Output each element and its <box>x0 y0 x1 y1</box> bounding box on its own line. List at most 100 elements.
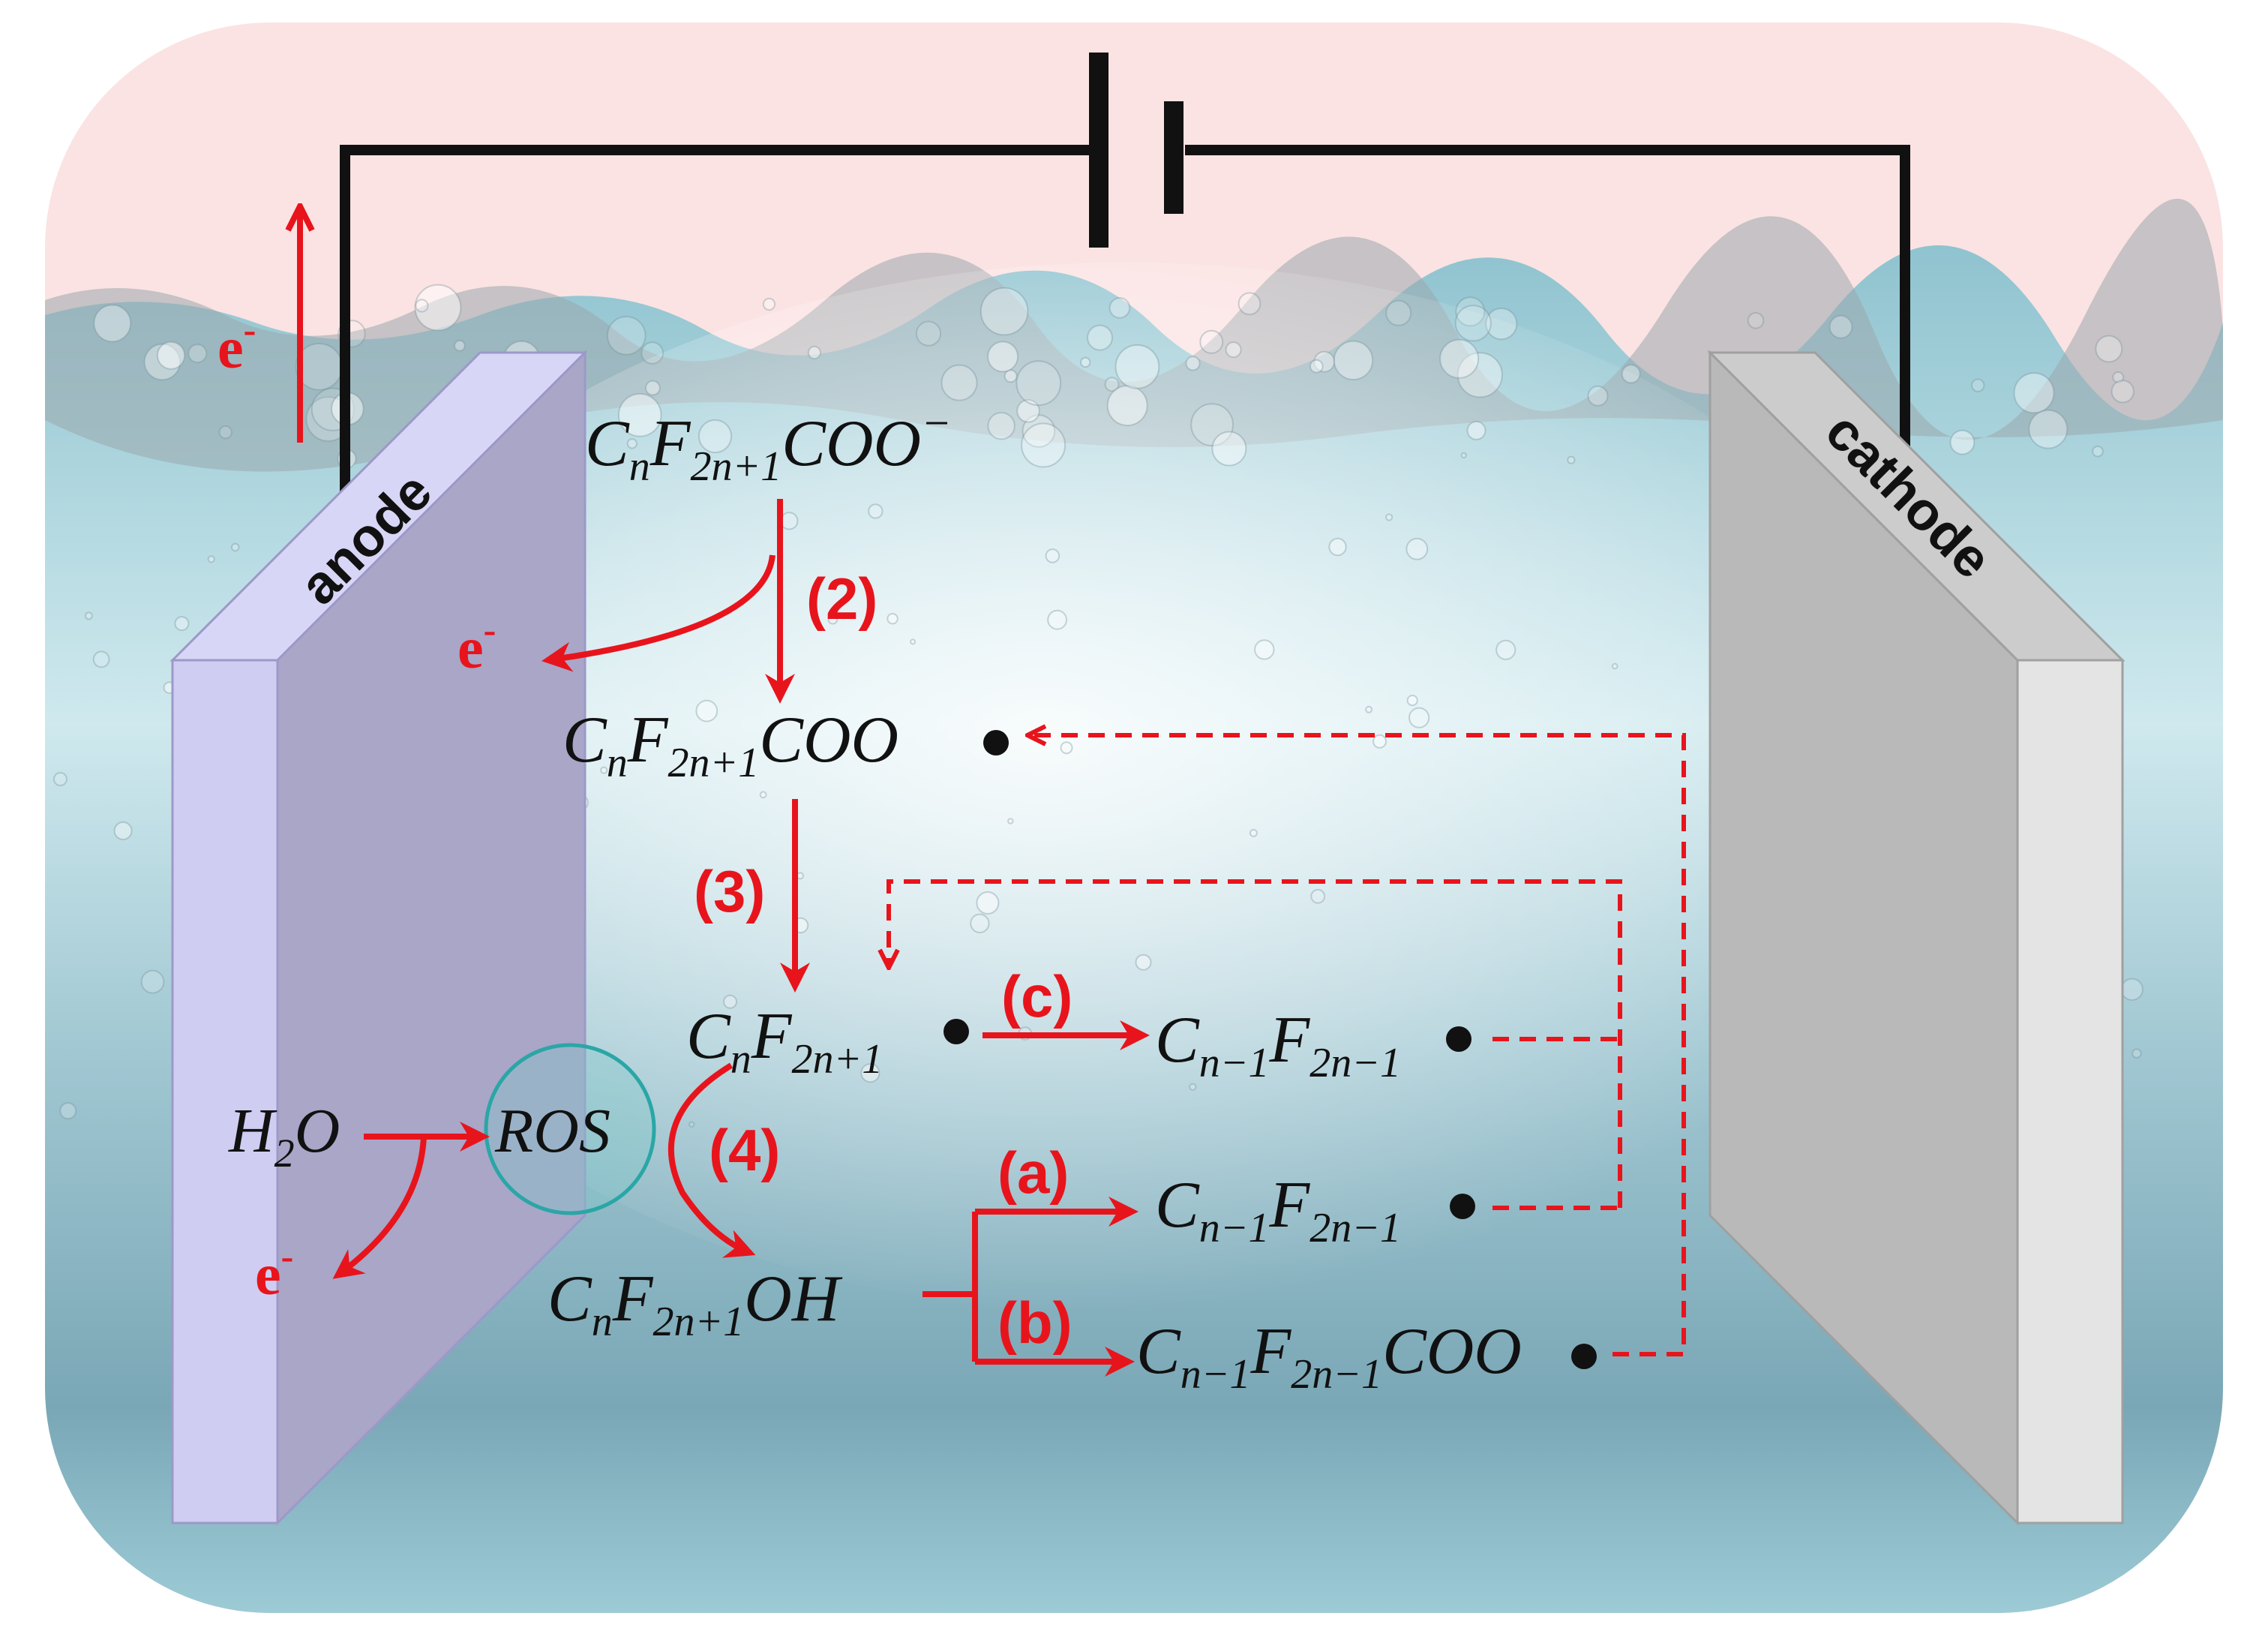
bubble <box>1199 329 1224 354</box>
bubble <box>1004 369 1018 383</box>
bubble <box>1385 513 1394 521</box>
bubble <box>1460 452 1467 459</box>
bubble <box>606 316 646 356</box>
bubble <box>1496 639 1516 660</box>
battery-long-plate <box>1089 53 1108 248</box>
bubble <box>1567 455 1576 464</box>
arrow-electron-release-2 <box>542 554 776 672</box>
bubble <box>915 320 942 347</box>
bubble <box>1455 296 1486 327</box>
bubble <box>1190 403 1234 446</box>
bubble <box>1060 741 1073 755</box>
bubble <box>640 341 664 365</box>
radical-dot <box>944 1019 969 1044</box>
species-shorter-radical-c: Cn−1F2n−1 <box>1155 1004 1401 1086</box>
bubble <box>1135 954 1152 971</box>
bubble <box>1114 344 1160 389</box>
circuit <box>340 53 1910 503</box>
bubble <box>1949 429 1976 455</box>
bubble <box>218 425 232 440</box>
bubble <box>759 791 767 799</box>
species-ros: ROS <box>494 1096 610 1166</box>
bubble <box>156 341 186 370</box>
species-carboxyl-radical: CnF2n+1COO <box>562 704 898 786</box>
battery-short-plate <box>1164 101 1184 214</box>
electron-label-water: e- <box>255 1235 293 1307</box>
bubble <box>645 380 661 396</box>
bubble <box>1106 385 1148 427</box>
bubble <box>827 614 838 625</box>
arrow-step-4 <box>668 1062 756 1258</box>
bubble <box>1225 341 1242 359</box>
bubble <box>698 419 733 454</box>
bubble <box>626 438 638 449</box>
bubble <box>1022 414 1056 448</box>
bubble <box>987 341 1019 373</box>
bubble <box>780 512 799 530</box>
bubble <box>93 304 132 343</box>
bubble <box>976 891 1000 915</box>
bubble <box>1189 1083 1197 1091</box>
bubble <box>1021 422 1066 468</box>
bubble <box>1466 420 1486 440</box>
bubble <box>188 344 208 364</box>
bubble <box>2013 372 2055 414</box>
bubble <box>1485 308 1518 341</box>
radical-dot <box>1450 1194 1475 1219</box>
bubble <box>970 913 990 934</box>
bubble <box>1238 292 1262 316</box>
bubble <box>807 345 822 360</box>
bubble <box>886 613 898 625</box>
dashed-recycle-to-carboxyl-radical <box>1028 735 1686 1356</box>
bubble <box>695 699 718 722</box>
bubble <box>1611 662 1618 670</box>
step-2-label: (2) <box>806 566 878 632</box>
bubble <box>2132 1048 2142 1059</box>
species-shorter-radical-a: Cn−1F2n−1 <box>1155 1169 1401 1251</box>
bubble <box>230 542 240 552</box>
species-perfluoro-radical: CnF2n+1 <box>686 1000 883 1083</box>
bubble <box>113 821 133 840</box>
wire-anode <box>340 145 1095 503</box>
bubble <box>1439 338 1480 379</box>
step-4-label: (4) <box>709 1117 780 1183</box>
bubble <box>762 297 776 311</box>
step-3-label: (3) <box>694 858 765 924</box>
bubble <box>1365 705 1373 713</box>
bubble <box>2028 409 2068 449</box>
bubble <box>868 503 884 519</box>
radical-dot <box>983 730 1009 755</box>
bubble <box>454 340 466 352</box>
bubble <box>1385 299 1412 326</box>
electron-label-step2: e- <box>458 608 496 680</box>
electron-label-top: e- <box>218 308 256 380</box>
bubble <box>2092 445 2104 458</box>
bubble <box>207 555 215 563</box>
bubble <box>1211 431 1247 467</box>
species-anion: CnF2n+1COO− <box>585 398 952 490</box>
anode-electrode: anode <box>170 350 588 1526</box>
bubble <box>2120 978 2144 1002</box>
bubble <box>92 650 110 668</box>
bubble <box>84 611 93 620</box>
bubble <box>1016 399 1040 423</box>
bubble <box>2112 371 2125 383</box>
bubble <box>305 396 352 442</box>
bubble <box>1104 377 1120 392</box>
bubble <box>1310 888 1326 904</box>
cathode-side <box>2016 659 2124 1524</box>
bubble <box>723 994 737 1009</box>
bubble <box>1406 537 1429 560</box>
bubble <box>1406 695 1418 707</box>
bubble <box>1333 340 1374 380</box>
bubble <box>910 638 916 645</box>
dashed-recycle-to-perfluoro-radical <box>889 879 1622 1208</box>
bubble <box>1185 356 1201 371</box>
bubble <box>1080 356 1091 368</box>
anode-side <box>171 659 279 1524</box>
bubble <box>1456 352 1503 398</box>
bubble <box>414 284 462 332</box>
bubble <box>1454 305 1492 342</box>
step-b-label: (b) <box>998 1290 1072 1356</box>
